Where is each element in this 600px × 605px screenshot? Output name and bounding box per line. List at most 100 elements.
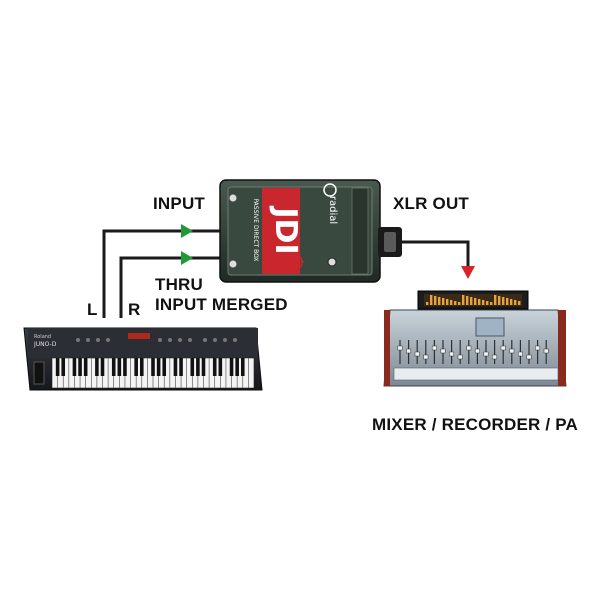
black-key [55, 358, 60, 376]
black-key [235, 358, 239, 376]
brand-logo-icon [323, 183, 337, 197]
meter-bar [490, 302, 493, 305]
input-arrow [181, 224, 193, 238]
meter-bar [450, 300, 453, 305]
fader-knob [414, 351, 420, 357]
di-box: JDI PASSIVE DIRECT BOX radial [219, 179, 381, 283]
jack-thru-icon [229, 260, 237, 268]
right-channel-label: R [128, 300, 141, 319]
fader-knob [431, 345, 437, 351]
meter-bar [442, 298, 445, 305]
black-key [78, 358, 82, 376]
meter-bar [498, 296, 501, 305]
meter-bars [426, 295, 521, 305]
meter-bar [486, 301, 489, 305]
meter-bar [482, 300, 485, 305]
keyboard-knobs [76, 338, 237, 342]
fader-knob [449, 351, 455, 357]
fader-knob [517, 351, 523, 357]
black-key [212, 358, 217, 376]
meter-bar [470, 297, 473, 305]
side-switch [351, 187, 369, 275]
meter-bar [518, 301, 521, 305]
meter-bar [506, 298, 509, 305]
black-key [95, 358, 99, 376]
black-key [100, 358, 105, 376]
meter-bar [454, 301, 457, 305]
fader-knob [406, 348, 412, 354]
meter-bar [426, 302, 429, 305]
black-key [117, 358, 122, 376]
black-key [162, 358, 167, 376]
fader-knob [474, 348, 480, 354]
keyboard-brand: Roland [34, 334, 51, 340]
meter-bar [494, 295, 497, 305]
pitch-wheel [33, 361, 45, 385]
fader-knob [397, 345, 403, 351]
meter-bar [474, 298, 477, 305]
black-key [61, 358, 66, 376]
fader-knob [492, 354, 498, 360]
fader-knob [466, 345, 472, 351]
mixer-faders [397, 340, 549, 364]
mixer-meter-bridge [424, 294, 522, 306]
black-key [83, 358, 88, 376]
meter-bar [434, 296, 437, 305]
black-key [111, 358, 116, 376]
thru-label-line2: INPUT MERGED [155, 295, 288, 314]
meter-bar [458, 302, 461, 305]
meter-bar [466, 296, 469, 305]
black-key [240, 358, 245, 376]
black-key [190, 358, 195, 376]
xlr-out-label: XLR OUT [393, 194, 470, 213]
thru-label-line1: THRU [155, 275, 204, 294]
keyboard-synth: Roland JUNO-D [23, 327, 263, 391]
black-key [229, 358, 234, 376]
mixer-label: MIXER / RECORDER / PA [372, 415, 579, 434]
meter-bar [462, 295, 465, 305]
meter-bar [478, 299, 481, 305]
black-key [173, 358, 178, 376]
meter-bar [502, 297, 505, 305]
thru-arrow [181, 251, 193, 265]
black-key [72, 358, 77, 376]
meter-bar [430, 295, 433, 305]
left-channel-label: L [87, 300, 98, 319]
fader-knob [483, 351, 489, 357]
fader-knob [535, 345, 541, 351]
ground-switch-icon [327, 257, 337, 267]
di-box-product: JDI [268, 205, 303, 254]
meter-bar [514, 300, 517, 305]
meter-bar [438, 297, 441, 305]
black-key [156, 358, 161, 376]
mixer-screen [475, 317, 505, 337]
meter-bar [510, 299, 513, 305]
xlr-connector [378, 227, 402, 257]
keyboard-model: JUNO-D [33, 341, 57, 348]
output-arrow [461, 266, 475, 279]
keyboard-display [128, 333, 150, 339]
black-key [201, 358, 206, 376]
fader-knob [457, 354, 463, 360]
black-key [196, 358, 200, 376]
input-label: INPUT [153, 194, 205, 213]
black-key [134, 358, 138, 376]
mixer-console [383, 290, 567, 387]
black-key [179, 358, 183, 376]
di-box-model: PASSIVE DIRECT BOX [252, 198, 259, 261]
fader-knob [500, 345, 506, 351]
di-box-brand: radial [327, 196, 338, 224]
fader-knob [423, 354, 429, 360]
black-keys [55, 358, 245, 376]
fader-knob [440, 348, 446, 354]
jack-left-icon [229, 194, 237, 202]
black-key [139, 358, 144, 376]
fader-knob [509, 348, 515, 354]
cable-xlr [402, 240, 470, 268]
fader-knob [526, 354, 532, 360]
black-key [151, 358, 155, 376]
black-key [218, 358, 223, 376]
fader-knob [543, 348, 549, 354]
